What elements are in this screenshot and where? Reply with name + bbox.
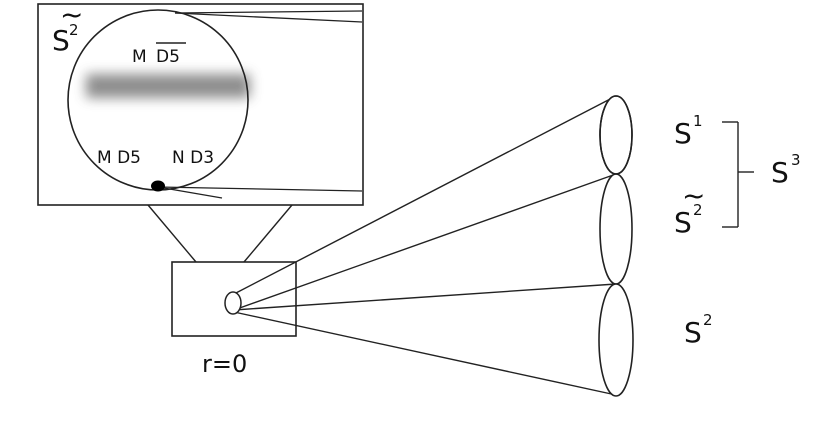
inset-bottom-left-label: M D5 [97,148,141,168]
inset-top-label-prefix: M [132,47,147,67]
label-s2-base: S [684,316,702,349]
label-s1: S 1 [674,112,703,150]
label-s2-sup: 2 [703,311,713,329]
label-s2-tilde: S 2 ~ [674,179,705,239]
cone-bottom-lower-edge [233,311,617,396]
inset-bottom-right-label: N D3 [172,148,214,168]
brane-dot [151,180,165,192]
label-s2-tilde-sup: 2 [693,201,703,219]
inset-bottom-line-2 [157,186,223,199]
tip-box [171,261,297,337]
label-s1-base: S [674,117,692,150]
inset-top-label-overlined: D5 [156,47,180,67]
inset-space-sup: 2 [69,21,79,39]
inset-top-label: M D5 [132,42,186,67]
inset-top-line-1 [174,10,363,14]
inset-bottom-line-1 [157,186,363,192]
label-s1-sup: 1 [693,112,703,130]
bracket [722,121,754,228]
label-s3-sup: 3 [791,151,801,169]
cone-tip [224,291,242,315]
cone-mid-lower-edge [233,283,617,311]
inset-space-base: S [52,24,70,57]
connector-left [147,204,197,263]
label-s2-tilde-base: S [674,206,692,239]
cone-bottom-mouth [598,283,634,397]
inset-space-label: S 2 ~ [52,0,83,57]
inset-frame [37,3,364,206]
inset-top-line-2 [174,12,363,23]
blurred-band [86,74,250,98]
label-s2-tilde-accent: ~ [682,179,705,212]
connector-right [243,204,293,263]
cone-mid-mouth [599,173,633,285]
origin-label: r=0 [202,350,247,378]
label-s3: S 3 [771,151,801,189]
label-s2: S 2 [684,311,713,349]
label-s3-base: S [771,156,789,189]
cone-top-upper-edge [233,95,617,295]
cone-top-lower-edge [233,173,617,311]
inset-space-tilde: ~ [60,0,83,31]
cone-top-mouth-outline [599,95,633,175]
